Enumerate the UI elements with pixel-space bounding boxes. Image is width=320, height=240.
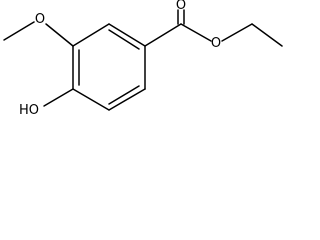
ring-to-hydroxyl-bond — [43, 88, 74, 107]
methoxy-oxygen-label: O — [35, 12, 45, 27]
carbonyl-to-ester-oxygen-bond — [180, 23, 212, 42]
ring-bond-top-left — [72, 23, 110, 47]
ring-bond-bottom-right — [108, 88, 146, 111]
structure-canvas: O O O HO — [3, 0, 283, 118]
ester-oxygen-to-ethyl-bond — [221, 23, 253, 42]
ring-inner-double-top — [108, 29, 140, 50]
ethyl-bond — [251, 23, 283, 47]
ring-to-carbonyl-bond — [144, 23, 182, 47]
hydroxyl-label: HO — [19, 103, 39, 118]
ring-to-methoxy-oxygen-bond — [45, 23, 74, 47]
ring-inner-double-bottom — [108, 85, 140, 105]
ring-bond-top-right — [108, 23, 146, 47]
ring-bond-bottom-left — [72, 88, 110, 111]
molecule-structure: O O O HO — [3, 0, 283, 118]
carbonyl-oxygen-label: O — [176, 0, 186, 13]
ester-oxygen-label: O — [211, 36, 221, 51]
methoxy-methyl-bond — [3, 21, 35, 41]
